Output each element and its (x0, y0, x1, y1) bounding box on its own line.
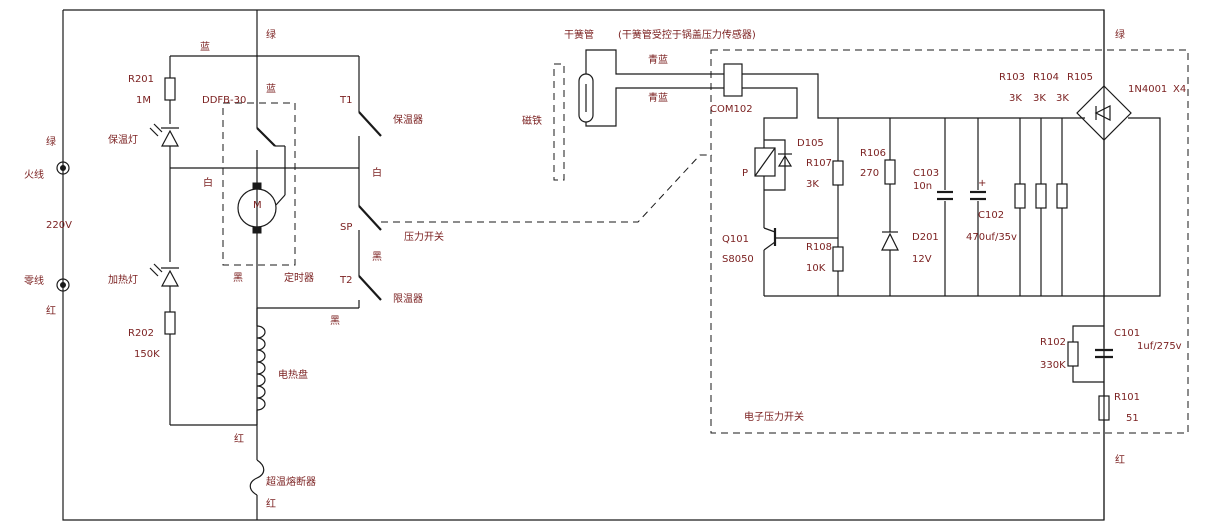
label-d201: D201 (912, 232, 939, 243)
label-r201: R201 (128, 74, 154, 85)
label-keep-warm-lamp: 保温灯 (108, 133, 138, 146)
label-blue-timer: 蓝 (266, 83, 276, 95)
label-220v: 220V (46, 220, 72, 231)
label-blue-top: 蓝 (200, 41, 210, 53)
label-c103: C103 (913, 168, 939, 179)
label-r201-val: 1M (136, 95, 151, 106)
label-red-left: 红 (46, 304, 56, 317)
label-r102-val: 330K (1040, 360, 1066, 371)
live-terminal (56, 161, 70, 175)
label-r104-val: 3K (1033, 93, 1046, 104)
timer-box (222, 102, 296, 266)
switch-sp[interactable] (358, 205, 382, 231)
electronic-wiring (742, 10, 1161, 520)
label-t2-name: 限温器 (393, 293, 423, 305)
label-q101: Q101 (722, 234, 749, 245)
label-live: 火线 (24, 168, 44, 181)
label-com102: COM102 (710, 104, 753, 115)
label-q101-model: S8050 (722, 254, 754, 265)
label-green-top: 绿 (266, 28, 276, 41)
label-reed: 干簧管 (564, 28, 594, 41)
label-black-timer: 黑 (233, 272, 243, 284)
label-r104: R104 (1033, 72, 1059, 83)
magnet (553, 63, 565, 181)
label-c102-plus: + (978, 178, 986, 189)
thermal-fuse (249, 459, 265, 496)
timer-contact (256, 127, 276, 147)
label-timer: 定时器 (284, 271, 314, 284)
neutral-terminal (56, 278, 70, 292)
label-c102: C102 (978, 210, 1004, 221)
label-electronic-switch: 电子压力开关 (744, 410, 804, 423)
label-r105: R105 (1067, 72, 1093, 83)
label-r103-val: 3K (1009, 93, 1022, 104)
heater-coil (256, 325, 266, 411)
label-red-mid: 红 (234, 432, 244, 445)
label-green-right: 绿 (1115, 28, 1125, 41)
main-wires (62, 9, 1105, 521)
label-bridge: 1N4001 (1128, 84, 1167, 95)
keep-warm-lamp-led (149, 123, 179, 147)
label-motor: M (253, 200, 262, 211)
label-red-right: 红 (1115, 453, 1125, 466)
label-white-right: 白 (372, 166, 382, 179)
label-timer-model: DDFB-30 (202, 95, 246, 106)
label-r102: R102 (1040, 337, 1066, 348)
com102-connector (723, 63, 743, 97)
label-t2: T2 (339, 275, 352, 286)
label-cyan-blue-1: 青蓝 (648, 53, 668, 66)
label-heating-lamp: 加热灯 (108, 273, 138, 286)
label-c101: C101 (1114, 328, 1140, 339)
label-sp: SP (340, 222, 352, 233)
label-fuse: 超温熔断器 (266, 475, 316, 488)
label-sp-name: 压力开关 (404, 230, 444, 243)
electronic-switch-box (710, 49, 1189, 434)
label-c102-val: 470uf/35v (966, 232, 1017, 243)
labels: 绿 火线 220V 零线 红 R201 1M 保温灯 加热灯 R202 150K… (24, 28, 1186, 510)
label-r108-val: 10K (806, 263, 826, 274)
label-c103-val: 10n (913, 181, 932, 192)
label-r202-val: 150K (134, 349, 160, 360)
label-heater: 电热盘 (278, 368, 308, 381)
label-black-sp: 黑 (372, 251, 382, 263)
heating-lamp-led (149, 263, 179, 287)
label-d201-val: 12V (912, 254, 932, 265)
label-red-bottom: 红 (266, 497, 276, 510)
resistor-r202 (164, 311, 176, 335)
label-r107-val: 3K (806, 179, 819, 190)
label-reed-note: (干簧管受控于锅盖压力传感器) (618, 28, 756, 41)
label-r101: R101 (1114, 392, 1140, 403)
label-r106: R106 (860, 148, 886, 159)
label-r107: R107 (806, 158, 832, 169)
label-bridge-qty: X4 (1173, 84, 1186, 95)
label-neutral: 零线 (24, 274, 44, 287)
label-r105-val: 3K (1056, 93, 1069, 104)
label-cyan-blue-2: 青蓝 (648, 91, 668, 104)
switch-t2[interactable] (358, 275, 382, 301)
label-c101-val: 1uf/275v (1137, 341, 1182, 352)
label-r202: R202 (128, 328, 154, 339)
pressure-link (381, 154, 712, 223)
label-green-left: 绿 (46, 135, 56, 148)
resistor-r201 (164, 77, 176, 101)
motor (237, 182, 277, 234)
label-p: P (742, 168, 748, 179)
label-magnet: 磁铁 (522, 114, 542, 127)
label-white-left: 白 (203, 176, 213, 189)
label-r101-val: 51 (1126, 413, 1139, 424)
label-d105: D105 (797, 138, 824, 149)
label-r103: R103 (999, 72, 1025, 83)
label-black-bottom: 黑 (330, 315, 340, 327)
label-t1: T1 (339, 95, 352, 106)
switch-t1[interactable] (358, 111, 382, 137)
label-r108: R108 (806, 242, 832, 253)
label-t1-name: 保温器 (393, 113, 423, 126)
label-r106-val: 270 (860, 168, 879, 179)
